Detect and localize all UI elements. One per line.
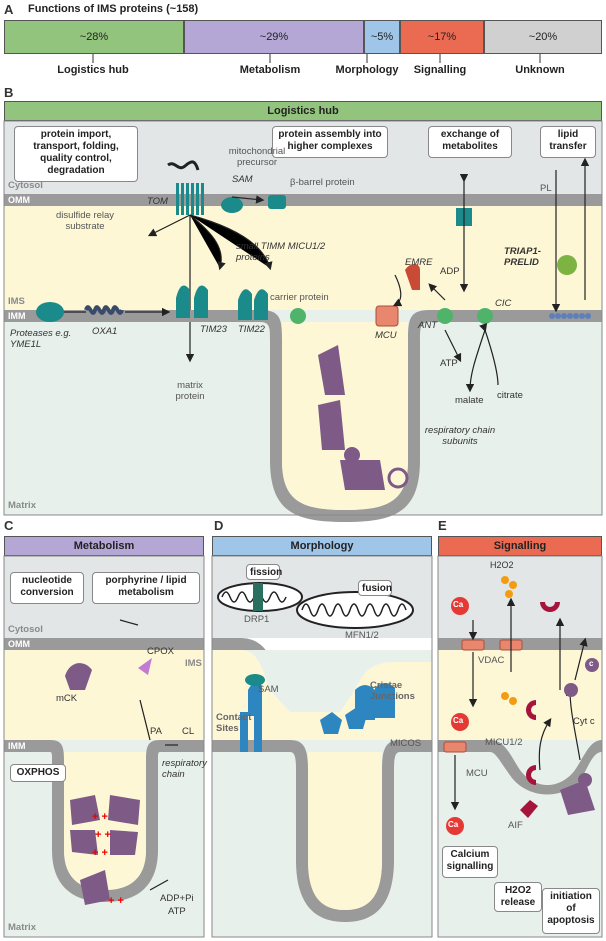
label-tim23: TIM23 [200,324,227,335]
bar-segment-logistics: ~28% [4,20,184,54]
box-nucleotide: nucleotide conversion [10,572,84,604]
bar-label-unknown: Unknown [515,64,565,76]
label-precursor: mitochondrial precursor [228,146,286,168]
bar-pct-metabolism: ~29% [259,31,289,43]
box-fission: fission [246,564,282,580]
b-omm-label: OMM [8,195,30,205]
label-mcu: MCU [375,330,397,341]
bar-segment-metabolism: ~29% [184,20,364,54]
panel-d-letter: D [214,518,224,533]
box-lipid-transfer: lipid transfer [540,126,596,158]
b-cytosol-label: Cytosol [8,180,43,191]
label-e-mcu: MCU [466,768,488,779]
c-ims-label: IMS [185,658,202,669]
ca-ion-1: Ca [453,600,464,609]
label-cic: CIC [495,298,512,309]
bar-pct-unknown: ~20% [528,31,558,43]
bar-label-signalling: Signalling [413,64,467,76]
bar-label-logistics: Logistics hub [57,64,129,76]
label-mck: mCK [56,693,78,704]
label-cpox: CPOX [147,646,174,657]
label-triap: TRIAP1- PRELID [504,246,541,268]
label-pl: PL [540,183,552,194]
label-carrier: carrier protein [270,292,329,303]
label-emre: EMRE [405,257,433,268]
label-matrix-protein: matrix protein [175,380,205,402]
c-cytosol-label: Cytosol [8,624,43,635]
label-mfn: MFN1/2 [345,630,379,641]
panel-a-letter: A [4,2,14,17]
svg-text:+ +: + + [92,811,108,823]
label-atp: ATP [440,358,458,369]
bar-label-metabolism: Metabolism [239,64,301,76]
label-beta-barrel: β-barrel protein [290,177,355,188]
cyt-c-glyph: c [589,659,594,668]
label-drp1: DRP1 [244,614,270,625]
svg-text:+ +: + + [95,829,111,841]
box-metabolite-exchange: exchange of metabolites [428,126,512,158]
label-h2o2: H2O2 [490,560,514,570]
label-cyt-c: Cyt c [573,716,595,727]
bar-label-morphology: Morphology [335,64,399,76]
b-matrix-label: Matrix [8,500,36,511]
svg-text:+ +: + + [92,847,108,859]
label-tom: TOM [147,196,168,207]
c-matrix-label: Matrix [8,922,36,933]
panel-e-letter: E [438,518,447,533]
label-adp-pi: ADP+Pi [160,893,194,904]
label-small-timm: small TIMM MICU1/2 proteins [236,241,326,263]
label-d-sam: SAM [258,684,279,695]
box-fusion: fusion [358,580,392,596]
b-imm-label: IMM [8,311,26,321]
panel-c-letter: C [4,518,14,533]
label-respiratory: respiratory chain subunits [424,425,496,447]
box-apoptosis: initiation of apoptosis [542,888,600,934]
label-c-atp: ATP [168,906,186,917]
label-ant: ANT [418,320,437,331]
panel-a-title: Functions of IMS proteins (~158) [28,3,199,15]
bar-segment-unknown: ~20% [484,20,602,54]
label-malate: malate [455,395,484,406]
label-contact-sites: Contact Sites [216,712,252,734]
bar-pct-signalling: ~17% [427,31,457,43]
bar-pct-logistics: ~28% [79,31,109,43]
box-porphyrine: porphyrine / lipid metabolism [92,572,200,604]
box-calcium-signalling: Calcium signalling [442,846,498,878]
label-oxa1: OXA1 [92,326,118,337]
label-pa: PA [150,726,162,737]
bar-segment-morphology: ~5% [364,20,400,54]
label-resp-chain: respiratory chain [162,758,207,780]
panel-b-letter: B [4,85,14,100]
label-adp: ADP [440,266,460,277]
box-h2o2-release: H2O2 release [494,882,542,912]
label-micu: MICU1/2 [485,737,523,748]
ca-ion-2: Ca [453,716,464,725]
label-vdac: VDAC [478,655,505,666]
svg-text:+ +: + + [108,895,124,907]
label-sam: SAM [232,174,253,185]
label-citrate: citrate [497,390,523,401]
bar-segment-signalling: ~17% [400,20,484,54]
ca-ion-3: Ca [448,820,459,829]
box-oxphos: OXPHOS [10,764,66,782]
box-protein-import: protein import, transport, folding, qual… [14,126,138,182]
label-cristae: Cristae Junctions [370,680,415,702]
label-proteases: Proteases e.g. YME1L [10,328,72,350]
box-protein-assembly: protein assembly into higher complexes [272,126,388,158]
bar-pct-morphology: ~5% [370,31,394,43]
label-cl: CL [182,726,195,737]
c-imm-label: IMM [8,741,26,751]
label-aif: AIF [508,820,523,831]
c-omm-label: OMM [8,639,30,649]
label-tim22: TIM22 [238,324,265,335]
label-disulfide: disulfide relay substrate [55,210,115,232]
label-micos: MICOS [390,738,422,749]
b-ims-label: IMS [8,296,25,307]
